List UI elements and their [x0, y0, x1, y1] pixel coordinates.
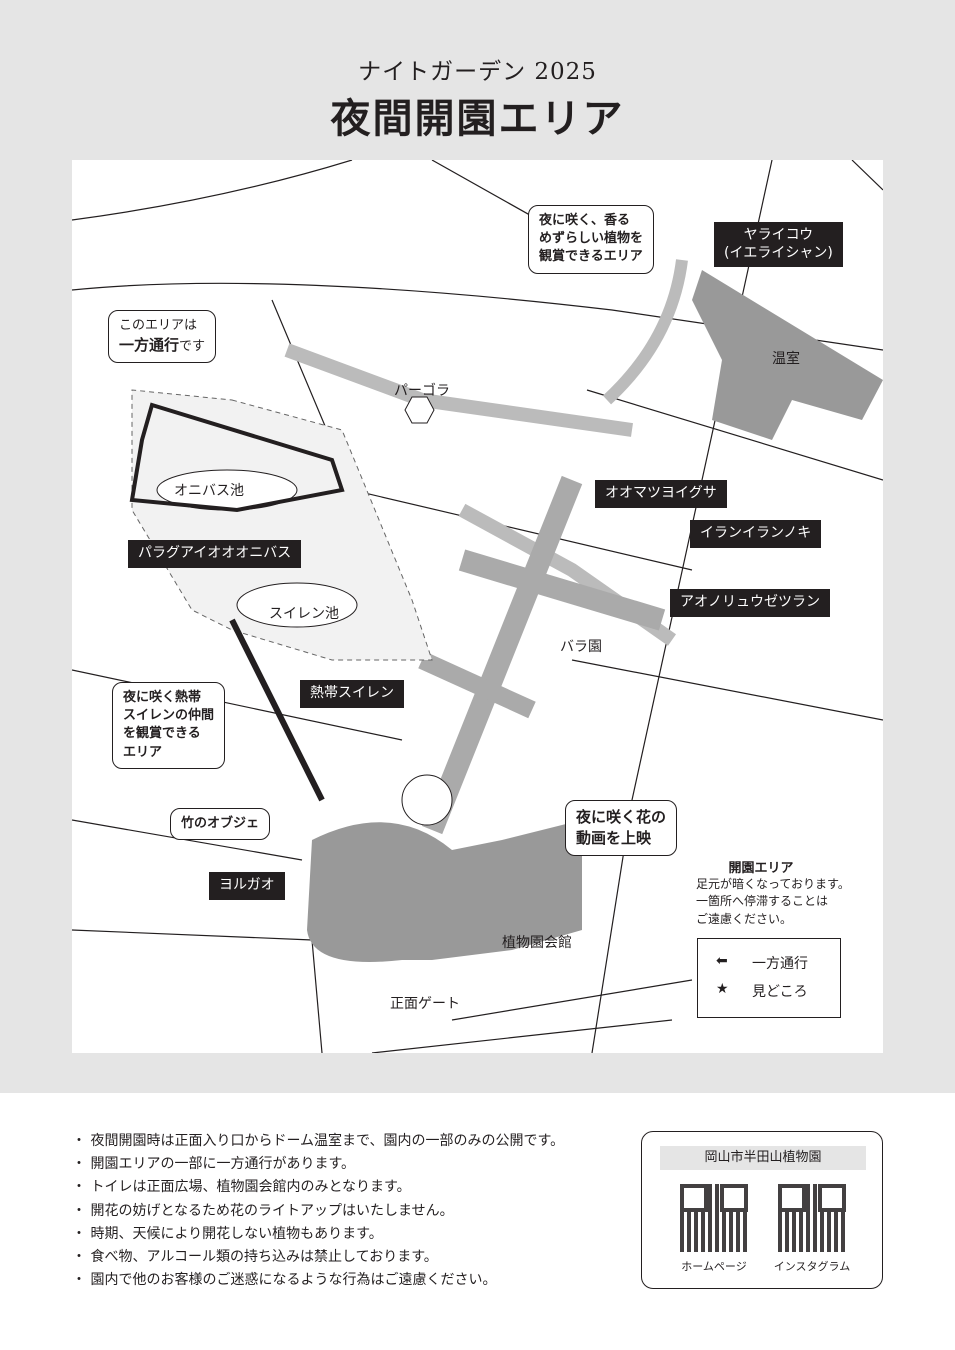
highlight-bamboo-objet: 竹のオブジェ	[170, 808, 271, 841]
bubble-text: です	[179, 339, 206, 355]
highlight-oomatsuyoigusa: オオマツヨイグサ	[595, 480, 727, 508]
place-rose-garden: バラ園	[560, 639, 602, 655]
place-pergola: パーゴラ	[394, 383, 450, 399]
notes-list: 夜間開園時は正面入り口からドーム温室まで、園内の一部のみの公開です。 開園エリア…	[72, 1130, 564, 1292]
bubble-text: このエリアは	[119, 318, 198, 333]
highlight-victoria: パラグアイオオオニバス	[128, 540, 302, 568]
highlight-yaraikou: ヤライコウ (イエライシャン)	[714, 222, 843, 267]
note-item: 開園エリアの一部に一方通行があります。	[72, 1153, 564, 1176]
place-greenhouse: 温室	[772, 351, 800, 367]
highlight-tropical-waterlily: 熱帯スイレン	[300, 680, 404, 708]
bubble-night-plants: 夜に咲く、香る めずらしい植物を 観賞できるエリア	[528, 205, 655, 274]
note-item: 食べ物、アルコール類の持ち込みは禁止しております。	[72, 1246, 564, 1269]
bubble-tropical: 夜に咲く熱帯 スイレンの仲間 を観賞できる エリア	[112, 682, 226, 769]
note-item: 時期、天候により開花しない植物もあります。	[72, 1223, 564, 1246]
map-legend: ⬅ 一方通行 ★ 見どころ	[697, 938, 841, 1018]
place-suiren-pond: スイレン池	[269, 606, 339, 622]
highlight-yorugao: ヨルガオ	[209, 872, 285, 900]
garden-map: パーゴラ オニバス池 スイレン池 バラ園 温室 植物園会館 正面ゲート ヤライコ…	[72, 160, 883, 1053]
highlight-ylang-ylang: イランイランノキ	[690, 520, 822, 548]
event-subtitle: ナイトガーデン 2025	[358, 59, 597, 85]
info-text: 足元が暗くなっております。 一箇所へ停滞することは ご遠慮ください。	[696, 877, 850, 926]
note-item: 園内で他のお客様のご迷惑になるような行為はご遠慮ください。	[72, 1269, 564, 1292]
page-title: 夜間開園エリア	[330, 96, 625, 142]
place-onibasu-pond: オニバス池	[174, 483, 244, 499]
info-title: 開園エリア	[728, 861, 794, 876]
bubble-one-way: このエリアは一方通行です	[108, 310, 217, 364]
place-kaikan: 植物園会館	[502, 935, 572, 951]
place-main-gate: 正面ゲート	[390, 996, 460, 1012]
instagram-qr-code[interactable]	[778, 1184, 846, 1252]
qr-box: 岡山市半田山植物園 ホームページ インスタグラム	[641, 1131, 883, 1289]
instagram-label: インスタグラム	[773, 1260, 851, 1273]
bubble-text-bold: 一方通行	[119, 336, 180, 355]
bubble-video: 夜に咲く花の 動画を上映	[565, 800, 678, 856]
note-item: 開花の妨げとなるため花のライトアップはいたしません。	[72, 1200, 564, 1223]
arrow-left-icon: ⬅	[716, 953, 728, 969]
note-item: 夜間開園時は正面入り口からドーム温室まで、園内の一部のみの公開です。	[72, 1130, 564, 1153]
org-name: 岡山市半田山植物園	[660, 1146, 866, 1170]
legend-one-way: 一方通行	[752, 956, 808, 972]
star-icon: ★	[716, 981, 729, 997]
homepage-qr-code[interactable]	[680, 1184, 748, 1252]
highlight-agave: アオノリュウゼツラン	[670, 589, 830, 617]
homepage-label: ホームページ	[681, 1260, 747, 1273]
legend-highlight: 見どころ	[752, 984, 808, 1000]
note-item: トイレは正面広場、植物園会館内のみとなります。	[72, 1176, 564, 1199]
